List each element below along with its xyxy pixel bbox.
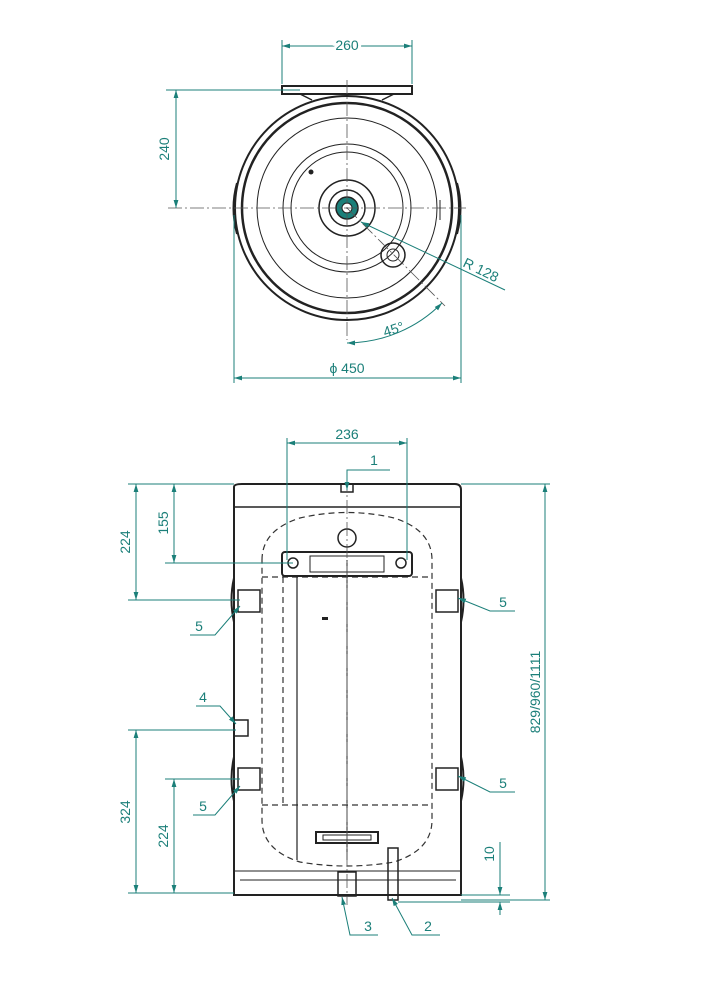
callout-2: 2 (424, 918, 432, 934)
callout-3: 3 (364, 918, 372, 934)
side-port-circle (380, 242, 406, 268)
dim-bracket-236: 236 (335, 426, 359, 442)
dim-top-to-upper-pipes-224: 224 (117, 530, 133, 554)
inner-tank-hidden (261, 511, 433, 867)
dim-bottom-to-port4-324: 324 (117, 800, 133, 824)
callout-4: 4 (199, 689, 207, 705)
tank-outer-shell (233, 483, 462, 896)
dim-bottom-offset-10: 10 (481, 846, 497, 862)
dim-bottom-to-lower-pipes-224: 224 (155, 824, 171, 848)
dim-total-height: 829/960/1111 (527, 651, 543, 734)
dim-diameter-450: ϕ 450 (329, 360, 364, 376)
dim-width-260: 260 (335, 37, 359, 53)
dim-angle-45: 45° (381, 318, 406, 340)
top-view: 260 240 R 128 45° ϕ 450 (156, 34, 506, 383)
callout-5-right-lower: 5 (499, 775, 507, 791)
callout-5-left-upper: 5 (195, 618, 203, 634)
front-view: 236 155 224 829/960/1111 324 224 10 (117, 426, 550, 936)
callout-5-right-upper: 5 (499, 594, 507, 610)
dim-depth-240: 240 (156, 137, 172, 161)
callout-5-left-lower: 5 (199, 798, 207, 814)
callout-1: 1 (370, 452, 378, 468)
bottom-pipe-2 (387, 847, 399, 901)
dim-top-to-bracket-155: 155 (155, 511, 171, 535)
dim-radius-128: R 128 (461, 254, 502, 285)
